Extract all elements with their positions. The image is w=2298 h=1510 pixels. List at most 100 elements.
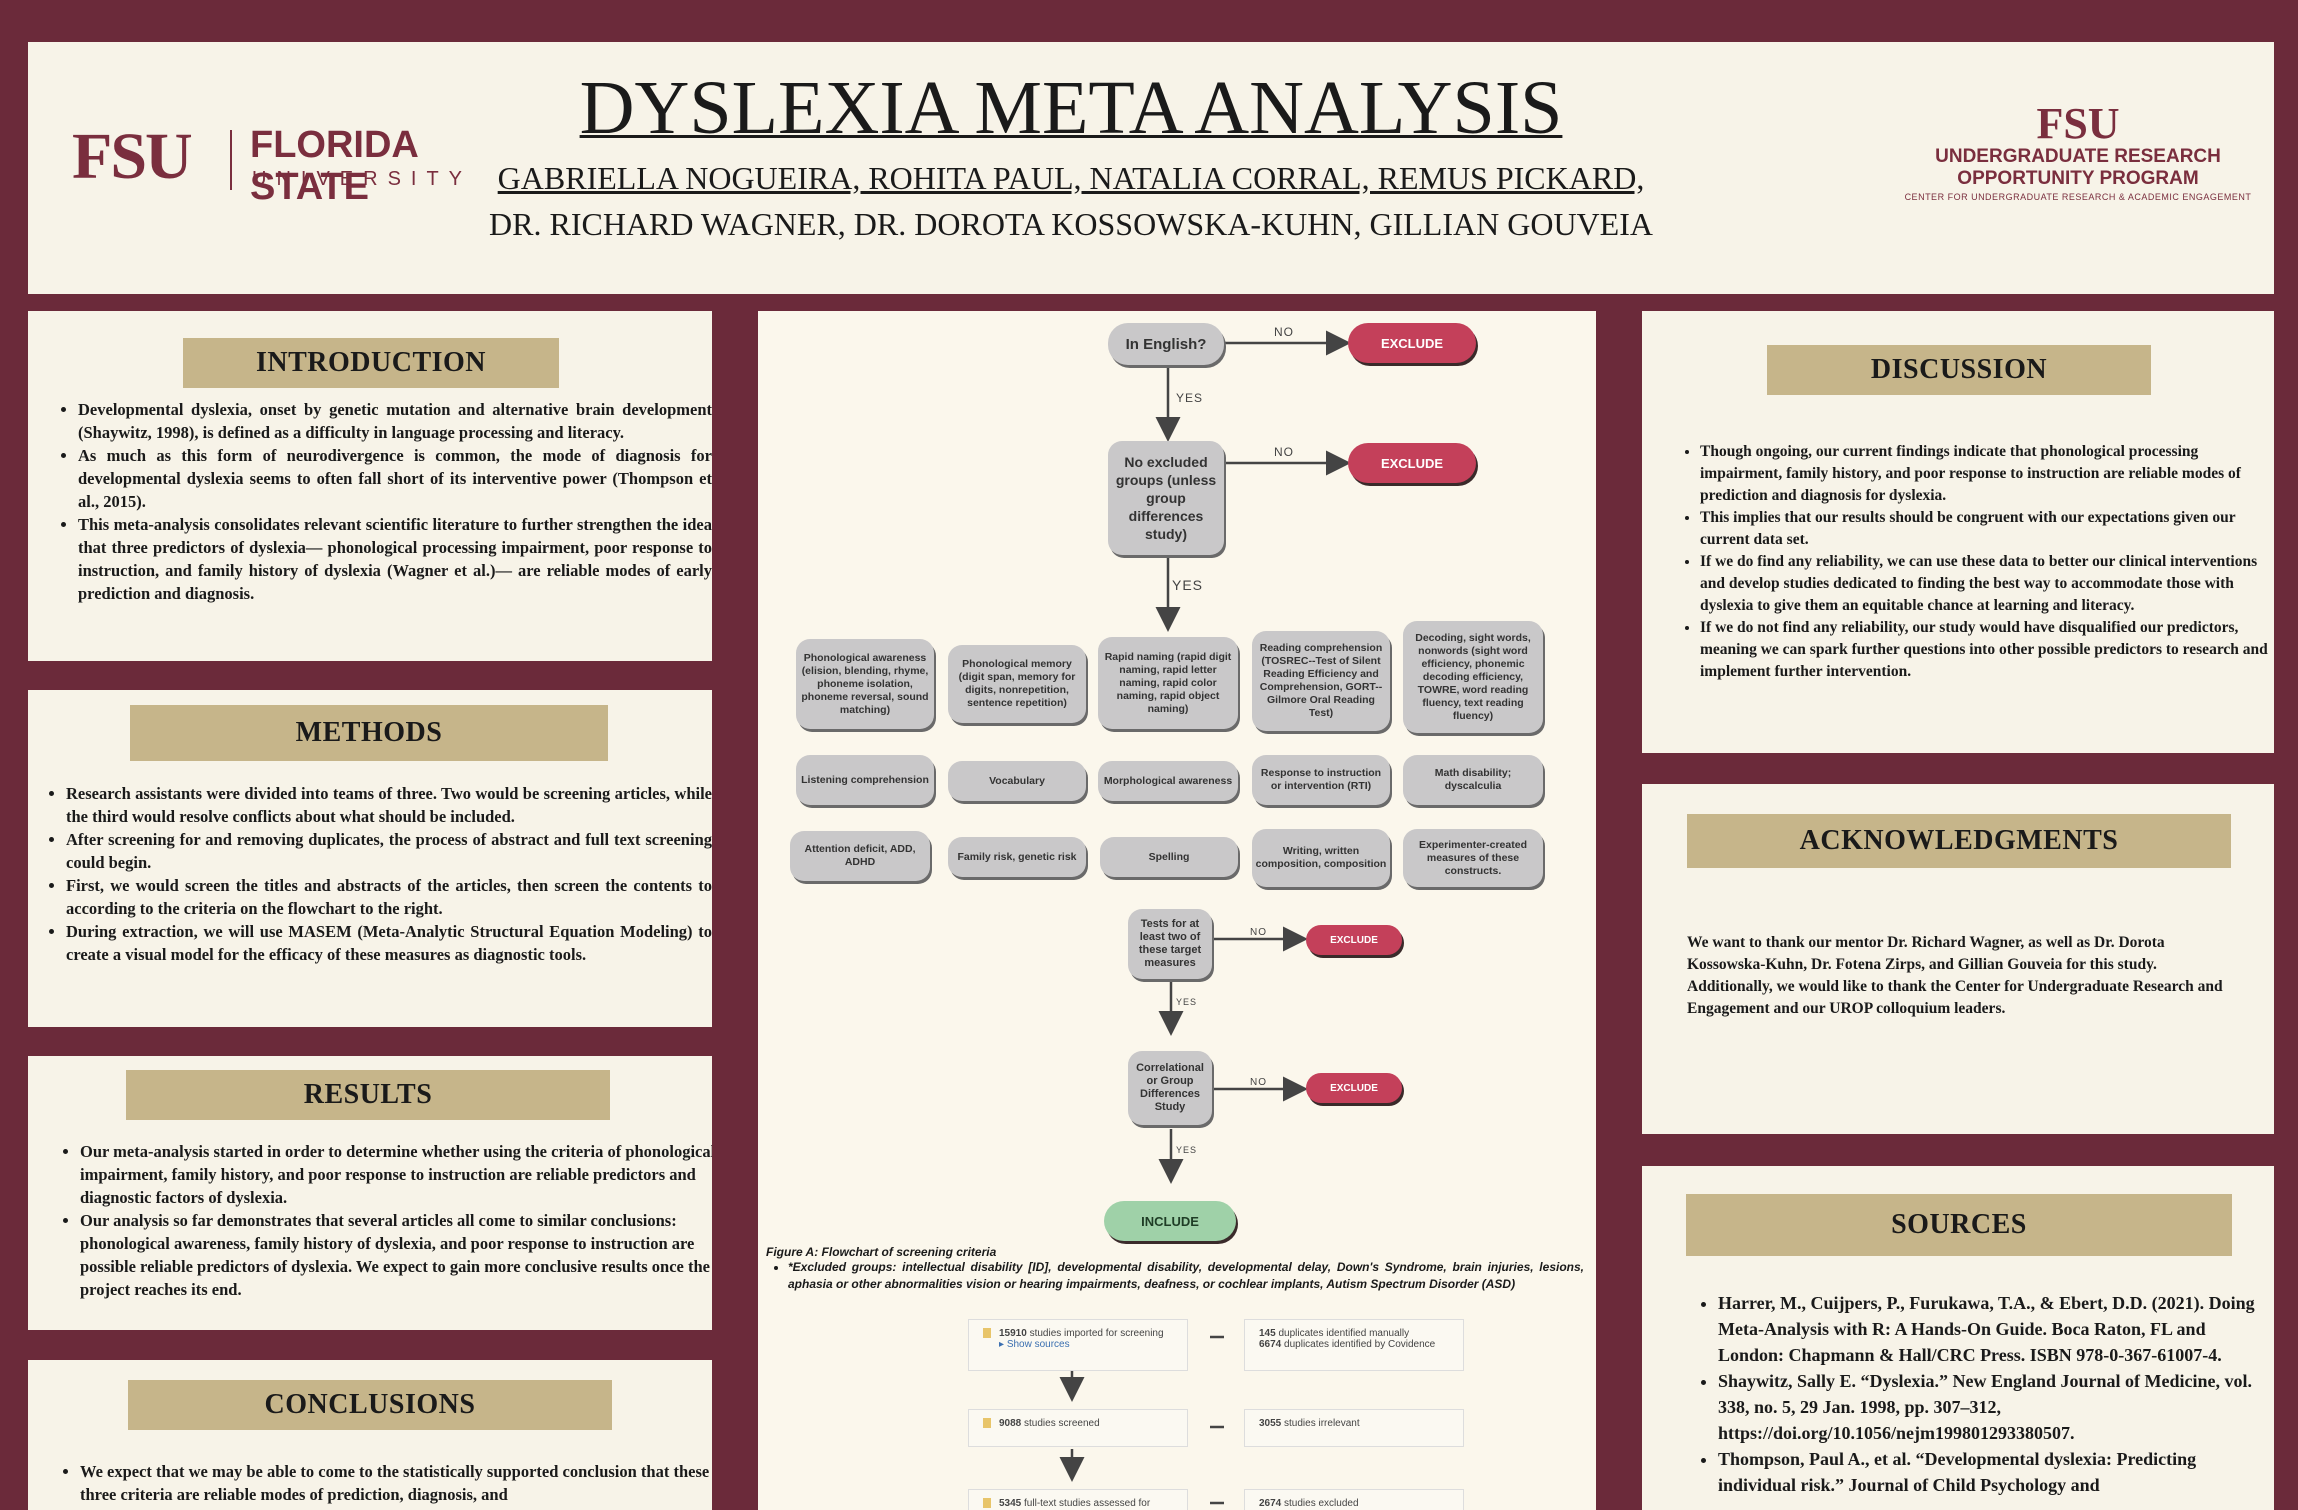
- measure-experimenter-created: Experimenter-created measures of these c…: [1403, 829, 1543, 887]
- measure-decoding: Decoding, sight words, nonwords (sight w…: [1403, 621, 1543, 733]
- results-panel: RESULTS Our meta-analysis started in ord…: [28, 1056, 712, 1330]
- methods-panel: METHODS Research assistants were divided…: [28, 690, 712, 1027]
- prisma-num: 5345: [999, 1498, 1022, 1509]
- fsu-mark: FSU: [72, 120, 193, 193]
- list-item: We expect that we may be able to come to…: [80, 1460, 712, 1506]
- measure-phonological-awareness: Phonological awareness (elision, blendin…: [796, 639, 934, 729]
- results-list: Our meta-analysis started in order to de…: [56, 1140, 712, 1301]
- measure-spelling: Spelling: [1100, 837, 1238, 877]
- prisma-text: duplicates identified by Covidence: [1284, 1339, 1436, 1350]
- poster-title: DYSLEXIA META ANALYSIS: [579, 66, 1563, 150]
- discussion-panel: DISCUSSION Though ongoing, our current f…: [1642, 311, 2274, 753]
- urop-mark: FSU: [2036, 99, 2120, 148]
- question-in-english: In English?: [1108, 323, 1224, 365]
- figure-note-item: *Excluded groups: intellectual disabilit…: [788, 1259, 1584, 1293]
- yes-label-3: YES: [1176, 997, 1198, 1007]
- list-item: After screening for and removing duplica…: [66, 828, 712, 874]
- measure-vocabulary: Vocabulary: [948, 761, 1086, 801]
- conclusions-list: We expect that we may be able to come to…: [56, 1460, 712, 1506]
- urop-line-3: CENTER FOR UNDERGRADUATE RESEARCH & ACAD…: [1904, 192, 2252, 202]
- show-sources-link[interactable]: Show sources: [1006, 1339, 1070, 1350]
- list-item: As much as this form of neurodivergence …: [78, 444, 712, 513]
- discussion-list: Though ongoing, our current findings ind…: [1676, 441, 2274, 683]
- file-icon: [983, 1498, 991, 1508]
- prisma-fulltext: 5345 full-text studies assessed for: [968, 1489, 1188, 1510]
- prisma-num: 2674: [1259, 1498, 1282, 1509]
- figure-caption: Figure A: Flowchart of screening criteri…: [766, 1245, 997, 1259]
- fsu-logo: FSU FLORIDA STATE UNIVERSITY: [72, 120, 522, 209]
- measure-phonological-memory: Phonological memory (digit span, memory …: [948, 645, 1086, 723]
- list-item: Developmental dyslexia, onset by genetic…: [78, 398, 712, 444]
- measure-writing: Writing, written composition, compositio…: [1252, 829, 1390, 887]
- methods-list: Research assistants were divided into te…: [42, 782, 712, 966]
- prisma-num: 9088: [999, 1418, 1022, 1429]
- authors-line-2: DR. RICHARD WAGNER, DR. DOROTA KOSSOWSKA…: [489, 206, 1653, 242]
- urop-logo: FSU UNDERGRADUATE RESEARCH OPPORTUNITY P…: [1888, 102, 2268, 204]
- flowchart-panel: NO YES NO YES NO YES NO YES In English? …: [758, 311, 1596, 1510]
- measure-math-disability: Math disability; dyscalculia: [1403, 755, 1543, 805]
- introduction-panel: INTRODUCTION Developmental dyslexia, ons…: [28, 311, 712, 661]
- sources-title: SOURCES: [1686, 1194, 2232, 1256]
- yes-label-1: YES: [1176, 391, 1204, 405]
- list-item: During extraction, we will use MASEM (Me…: [66, 920, 712, 966]
- measure-attention-deficit: Attention deficit, ADD, ADHD: [790, 831, 930, 881]
- question-excluded-groups: No excluded groups (unless group differe…: [1108, 441, 1224, 555]
- list-item: This meta-analysis consolidates relevant…: [78, 513, 712, 605]
- yes-label-2: YES: [1172, 577, 1204, 593]
- prisma-num: 15910: [999, 1328, 1027, 1339]
- flowchart-connectors: [1155, 330, 1351, 1184]
- sources-list: Harrer, M., Cuijpers, P., Furukawa, T.A.…: [1694, 1290, 2258, 1498]
- acknowledgments-title: ACKNOWLEDGMENTS: [1687, 814, 2231, 868]
- list-item: If we do find any reliability, we can us…: [1700, 551, 2274, 617]
- no-label-4: NO: [1250, 1077, 1267, 1088]
- list-item: Thompson, Paul A., et al. “Developmental…: [1718, 1446, 2258, 1498]
- list-item: Shaywitz, Sally E. “Dyslexia.” New Engla…: [1718, 1368, 2258, 1446]
- list-item: If we do not find any reliability, our s…: [1700, 617, 2274, 683]
- exclude-3: EXCLUDE: [1306, 925, 1402, 955]
- urop-line-1: UNDERGRADUATE RESEARCH: [1935, 146, 2221, 167]
- fsu-sub: UNIVERSITY: [252, 168, 473, 190]
- sources-panel: SOURCES Harrer, M., Cuijpers, P., Furuka…: [1642, 1166, 2274, 1510]
- yes-label-4: YES: [1176, 1145, 1198, 1155]
- figure-note: *Excluded groups: intellectual disabilit…: [772, 1259, 1584, 1293]
- conclusions-title: CONCLUSIONS: [128, 1380, 612, 1430]
- prisma-excluded: 2674 studies excluded: [1244, 1489, 1464, 1510]
- introduction-list: Developmental dyslexia, onset by genetic…: [54, 398, 712, 605]
- exclude-4: EXCLUDE: [1306, 1073, 1402, 1103]
- no-label-3: NO: [1250, 927, 1267, 938]
- prisma-text: studies imported for screening: [1029, 1328, 1164, 1339]
- prisma-screened: 9088 studies screened: [968, 1409, 1188, 1447]
- results-title: RESULTS: [126, 1070, 610, 1120]
- discussion-title: DISCUSSION: [1767, 345, 2151, 395]
- list-item: First, we would screen the titles and ab…: [66, 874, 712, 920]
- include-node: INCLUDE: [1104, 1201, 1236, 1241]
- header-banner: FSU FLORIDA STATE UNIVERSITY DYSLEXIA ME…: [28, 42, 2274, 294]
- list-item: Our meta-analysis started in order to de…: [80, 1140, 712, 1209]
- fsu-name: FLORIDA STATE: [250, 124, 418, 208]
- list-item: Though ongoing, our current findings ind…: [1700, 441, 2274, 507]
- file-icon: [983, 1418, 991, 1428]
- acknowledgments-text: We want to thank our mentor Dr. Richard …: [1687, 934, 2223, 1017]
- exclude-2: EXCLUDE: [1348, 443, 1476, 483]
- question-target-measures: Tests for at least two of these target m…: [1128, 909, 1212, 979]
- fsu-divider: [230, 130, 232, 190]
- chevron-right-icon: ▸: [999, 1339, 1005, 1350]
- prisma-num: 145: [1259, 1328, 1276, 1339]
- exclude-1: EXCLUDE: [1348, 323, 1476, 363]
- list-item: This implies that our results should be …: [1700, 507, 2274, 551]
- acknowledgments-panel: ACKNOWLEDGMENTS We want to thank our men…: [1642, 784, 2274, 1134]
- measure-rapid-naming: Rapid naming (rapid digit naming, rapid …: [1098, 637, 1238, 729]
- prisma-text: duplicates identified manually: [1278, 1328, 1410, 1339]
- prisma-connectors: [1059, 1335, 1224, 1505]
- measure-family-risk: Family risk, genetic risk: [948, 837, 1086, 877]
- prisma-text: studies irrelevant: [1284, 1418, 1360, 1429]
- measure-morphological-awareness: Morphological awareness: [1098, 761, 1238, 801]
- prisma-text: full-text studies assessed for: [1024, 1498, 1151, 1509]
- prisma-imported: 15910 studies imported for screening ▸ S…: [968, 1319, 1188, 1371]
- measure-listening-comprehension: Listening comprehension: [796, 755, 934, 805]
- measure-reading-comprehension: Reading comprehension (TOSREC--Test of S…: [1252, 631, 1390, 731]
- no-label-1: NO: [1274, 325, 1294, 339]
- prisma-irrelevant: 3055 studies irrelevant: [1244, 1409, 1464, 1447]
- list-item: Harrer, M., Cuijpers, P., Furukawa, T.A.…: [1718, 1290, 2258, 1368]
- prisma-text: studies screened: [1024, 1418, 1100, 1429]
